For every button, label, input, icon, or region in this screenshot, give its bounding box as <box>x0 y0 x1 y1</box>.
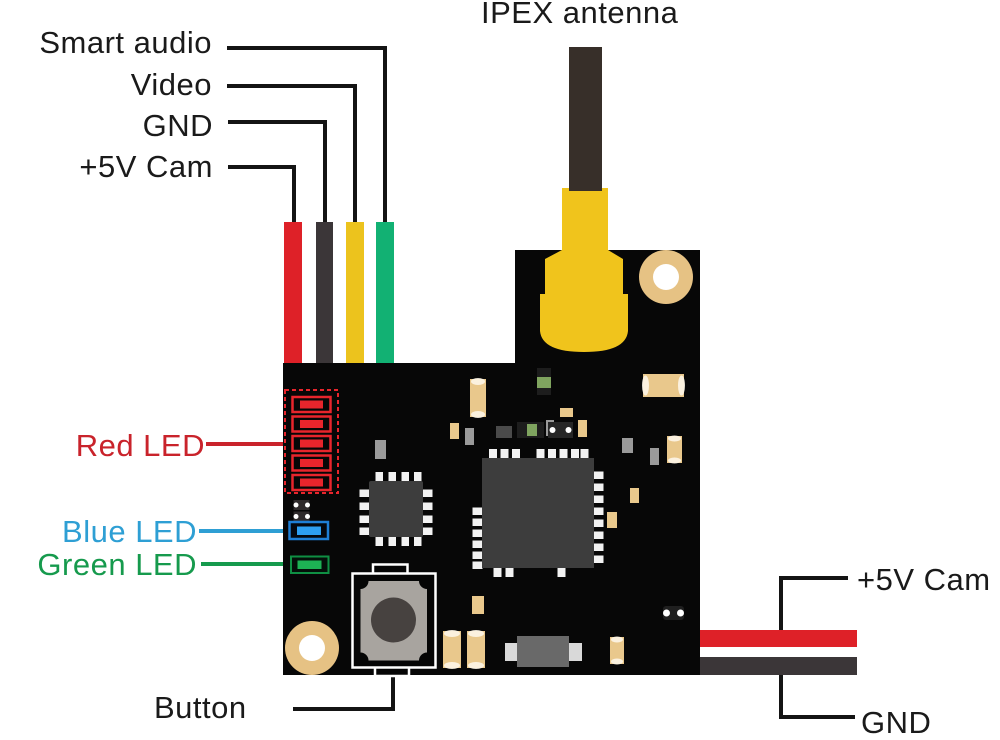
led-callout-lines <box>199 442 290 566</box>
callout-5v-cam-top <box>228 165 296 223</box>
green-wire-smart-audio <box>376 222 394 365</box>
label-red-led: Red LED <box>75 428 205 463</box>
smd-component <box>496 426 512 438</box>
smd-resistor <box>375 440 386 459</box>
label-gnd-top: GND <box>142 108 213 143</box>
smd-resistor <box>465 428 474 445</box>
capacitor <box>667 436 682 463</box>
red-led-1 <box>291 415 332 433</box>
green-led <box>290 555 330 574</box>
ipex-connector <box>540 250 628 352</box>
small-chip-pins <box>359 472 433 546</box>
smd-pad <box>472 596 484 614</box>
right-wires <box>698 630 857 675</box>
red-led-core <box>300 439 323 448</box>
callout-gnd-top <box>228 120 327 223</box>
main-chip-pins <box>472 449 604 577</box>
red-led-core <box>300 400 323 409</box>
label-blue-led: Blue LED <box>62 514 197 549</box>
smd-diode <box>663 606 684 620</box>
yellow-wire-video <box>346 222 364 365</box>
green-led-core <box>297 560 322 569</box>
blue-led <box>288 520 330 541</box>
capacitor <box>643 374 684 397</box>
label-gnd-right: GND <box>861 705 932 740</box>
resistor-end-cap <box>293 514 299 519</box>
red-wire-5v-cam <box>284 222 302 365</box>
callout-gnd-right <box>779 672 855 719</box>
label-button: Button <box>154 690 247 725</box>
smd-resistor <box>293 500 310 510</box>
mounting-hole-bottom <box>285 621 339 675</box>
resistor-end-cap <box>293 502 299 508</box>
crystal-oscillator <box>505 636 582 667</box>
resistor-end-cap <box>305 514 310 519</box>
push-button <box>351 563 437 678</box>
capacitor <box>443 631 461 668</box>
label-green-led: Green LED <box>37 547 197 582</box>
red-led-3 <box>291 454 332 472</box>
small-chip-body <box>369 481 423 537</box>
callout-video <box>227 84 357 223</box>
diode-end-cap <box>565 427 572 433</box>
small-chip <box>359 472 433 546</box>
callout-5v-cam-right <box>779 576 848 632</box>
antenna-rod <box>569 47 602 191</box>
capacitor-green-band <box>527 424 537 436</box>
main-chip <box>472 449 604 577</box>
callout-smart-audio <box>227 46 387 223</box>
tiny-resistor-pair <box>293 500 310 522</box>
black-wire-gnd <box>316 222 333 365</box>
mounting-hole-top <box>639 250 693 304</box>
top-wires <box>284 222 394 365</box>
smd-pad <box>607 512 617 528</box>
tan-capacitors <box>443 374 684 668</box>
label-5v-cam-top: +5V Cam <box>79 149 213 184</box>
smd-resistor <box>650 448 659 465</box>
smd-pad <box>578 420 587 437</box>
crystal-body <box>517 636 569 667</box>
red-led-0 <box>291 395 332 414</box>
smd-pad <box>560 408 573 417</box>
red-led-core <box>300 478 323 487</box>
ipex-antenna-assembly <box>540 47 628 352</box>
label-video: Video <box>130 67 212 102</box>
blue-led-core <box>297 526 321 535</box>
mounting-hole-top-bore <box>653 264 679 290</box>
smd-pad <box>450 423 459 439</box>
capacitor <box>470 379 486 417</box>
mounting-hole-bottom-bore <box>299 635 325 661</box>
red-led-4 <box>291 473 332 492</box>
red-led-2 <box>291 434 332 453</box>
smd-pad <box>630 488 639 503</box>
smd-resistor <box>293 511 310 522</box>
diode-end-cap <box>549 427 556 433</box>
capacitor-highlights <box>444 375 685 669</box>
label-5v-cam-right: +5V Cam <box>857 562 991 597</box>
smd-diode <box>548 422 573 438</box>
smd-resistor <box>622 438 633 453</box>
button-plunger <box>371 597 416 643</box>
crystal-pad <box>567 643 582 661</box>
crystal-pad <box>505 643 520 661</box>
dark-components <box>496 368 684 620</box>
diode-end-cap <box>663 609 670 617</box>
right-red-wire-5v <box>698 630 857 647</box>
capacitor <box>610 637 624 664</box>
red-led-array <box>291 395 332 492</box>
capacitor-green-band <box>537 377 551 388</box>
resistor-end-cap <box>305 502 310 508</box>
red-led-array-cores <box>300 400 323 487</box>
label-ipex-antenna: IPEX antenna <box>481 0 679 30</box>
antenna-sleeve <box>562 188 608 253</box>
red-led-dashed-outline <box>284 389 339 494</box>
capacitor <box>467 631 485 668</box>
diode-end-cap <box>677 609 684 617</box>
right-black-wire-gnd <box>698 657 857 675</box>
label-smart-audio: Smart audio <box>39 25 212 60</box>
main-chip-body <box>482 458 594 568</box>
red-led-core <box>300 420 323 428</box>
red-led-core <box>300 459 323 467</box>
